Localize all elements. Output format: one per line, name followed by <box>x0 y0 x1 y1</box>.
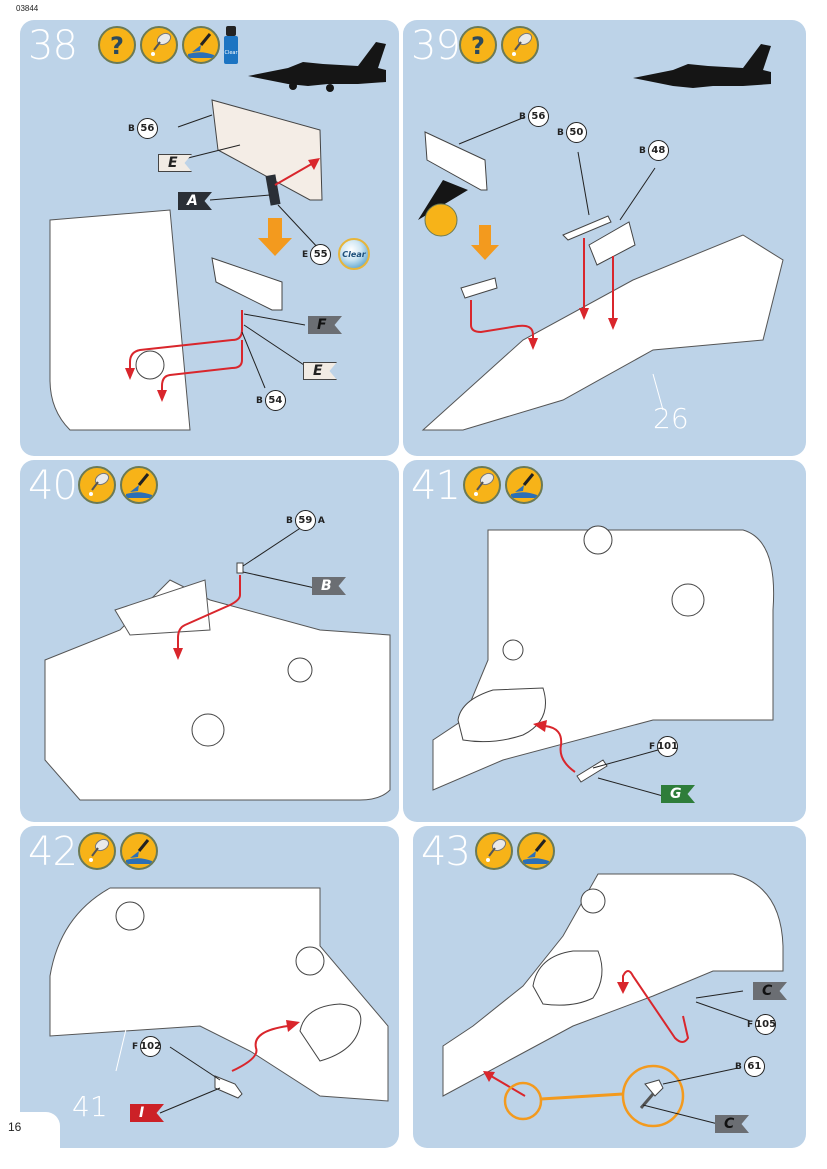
color-flag-c: C <box>753 982 787 1000</box>
glue-icon <box>78 832 116 870</box>
part-number: 56 <box>527 106 549 127</box>
page-number-tab: 16 <box>0 1112 60 1169</box>
sprue-letter: F <box>132 1041 139 1052</box>
sprue-letter: B <box>256 395 263 406</box>
step-42-illustration <box>49 887 389 1114</box>
sprue-letter: B <box>519 111 526 122</box>
color-flag-c: C <box>715 1115 749 1133</box>
page-number: 16 <box>8 1120 22 1134</box>
sprue-letter: B <box>128 123 135 134</box>
step-41-illustration <box>432 525 775 797</box>
step-number: 38 <box>28 23 78 69</box>
glue-icon <box>78 466 116 504</box>
question-icon: ? <box>459 26 497 64</box>
paint-brush-icon <box>505 466 543 504</box>
color-flag-g: G <box>661 785 695 803</box>
sprue-letter: E <box>302 249 309 260</box>
part-number: 59 <box>294 510 316 531</box>
step-43-illustration <box>442 873 784 1128</box>
glue-icon <box>501 26 539 64</box>
step-38-illustration <box>49 99 323 431</box>
clear-paint-bottle-icon: Clear <box>224 26 238 64</box>
svg-text:?: ? <box>471 32 485 60</box>
step-40-illustration <box>44 524 391 801</box>
part-number: 61 <box>743 1056 765 1077</box>
sprue-letter: F <box>747 1019 754 1030</box>
part-number: 48 <box>647 140 669 161</box>
document-code: 03844 <box>16 4 39 13</box>
glue-icon <box>475 832 513 870</box>
svg-text:?: ? <box>110 32 124 60</box>
paint-brush-icon <box>517 832 555 870</box>
step-number: 41 <box>411 463 461 509</box>
sprue-suffix: A <box>317 515 325 526</box>
part-number: 105 <box>755 1014 777 1035</box>
step-number: 39 <box>411 23 461 69</box>
step-38-panel: 38 ? Clear <box>20 20 399 456</box>
part-number: 101 <box>657 736 679 757</box>
question-icon: ? <box>98 26 136 64</box>
clear-paint-badge: Clear <box>338 238 370 270</box>
aircraft-silhouette <box>248 42 386 92</box>
step-number: 40 <box>28 463 78 509</box>
color-flag-b: B <box>312 577 346 595</box>
step-number: 42 <box>28 829 78 875</box>
part-number: 102 <box>140 1036 162 1057</box>
step-39-illustration <box>418 116 784 431</box>
sprue-letter: F <box>649 741 656 752</box>
reference-part-number: 26 <box>653 402 689 435</box>
reference-part-number: 41 <box>72 1090 108 1123</box>
color-flag-i: I <box>130 1104 164 1122</box>
sprue-letter: B <box>557 127 564 138</box>
aircraft-silhouette <box>633 44 771 88</box>
color-flag-f: F <box>308 316 342 334</box>
glue-icon <box>463 466 501 504</box>
step-number: 43 <box>421 829 471 875</box>
sprue-letter: B <box>639 145 646 156</box>
part-number: 54 <box>264 390 286 411</box>
color-flag-e: E <box>303 362 337 380</box>
paint-brush-icon <box>120 466 158 504</box>
svg-text:Clear: Clear <box>224 50 238 56</box>
part-number: 50 <box>565 122 587 143</box>
paint-brush-icon <box>120 832 158 870</box>
part-number: 56 <box>136 118 158 139</box>
sprue-letter: B <box>286 515 293 526</box>
sprue-letter: B <box>735 1061 742 1072</box>
paint-brush-icon <box>182 26 220 64</box>
glue-icon <box>140 26 178 64</box>
color-flag-a: A <box>178 192 212 210</box>
part-number: 55 <box>310 244 332 265</box>
